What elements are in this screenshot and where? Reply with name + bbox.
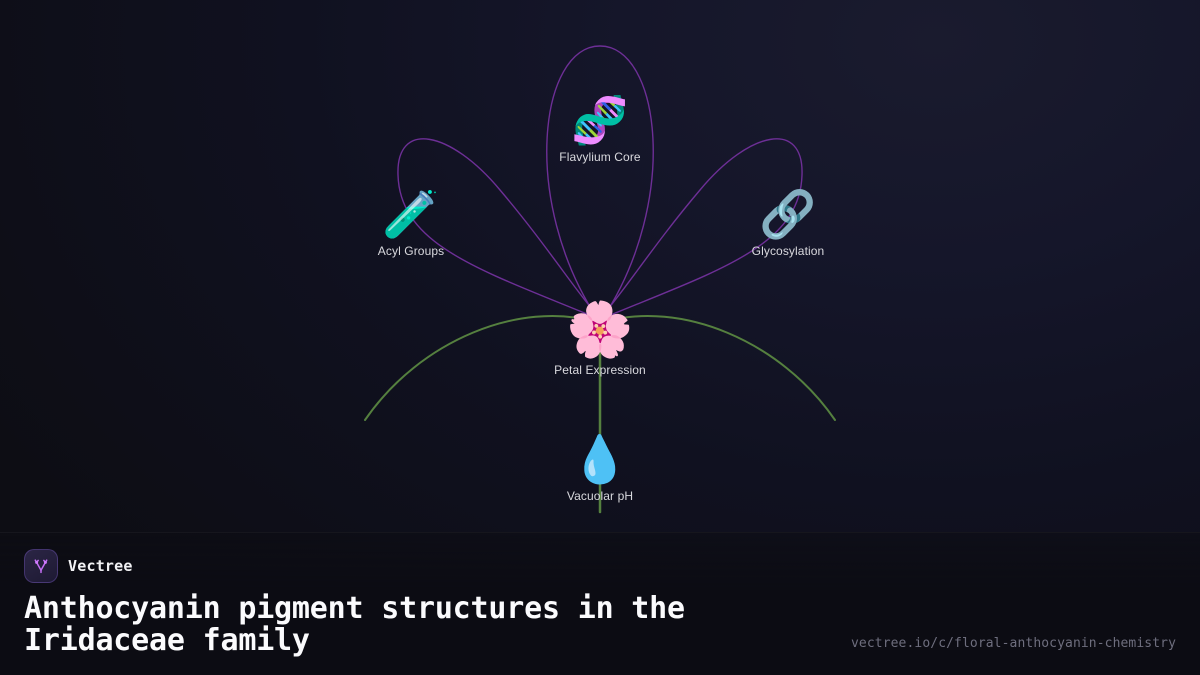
graph-node-acyl-groups[interactable]: 🧪 Acyl Groups [331, 191, 491, 258]
edge-arc-left [364, 315, 597, 421]
edge-arc-right [603, 315, 836, 421]
graph-node-flavylium-core[interactable]: 🧬 Flavylium Core [520, 97, 680, 164]
branching-tree-icon [24, 549, 58, 583]
edge-petal-to-flavylium-core [546, 45, 654, 319]
graph-node-glycosylation[interactable]: 🔗 Glycosylation [708, 191, 868, 258]
footer-bar: Vectree Anthocyanin pigment structures i… [0, 532, 1200, 675]
graph-node-label: Flavylium Core [559, 150, 641, 164]
edge-layer [364, 45, 836, 514]
graph-node-label: Vacuolar pH [566, 489, 634, 503]
graph-node-label: Acyl Groups [377, 244, 445, 258]
graph-canvas[interactable]: 🧬 Flavylium Core 🧪 Acyl Groups 🔗 Glycosy… [0, 0, 1200, 532]
droplet-icon: 💧 [571, 432, 629, 486]
graph-node-label: Glycosylation [751, 244, 825, 258]
graph-node-label: Petal Expression [554, 363, 646, 377]
page-title: Anthocyanin pigment structures in the Ir… [24, 591, 685, 658]
chain-link-icon: 🔗 [759, 187, 817, 241]
cherry-blossom-icon: 🌸 [566, 298, 634, 361]
dna-icon: 🧬 [571, 93, 629, 147]
graph-node-vacuolar-ph[interactable]: 💧 Vacuolar pH [520, 436, 680, 503]
brand-name: Vectree [68, 557, 133, 575]
brand-row[interactable]: Vectree [24, 549, 1176, 583]
site-url: vectree.io/c/floral-anthocyanin-chemistr… [851, 636, 1176, 651]
edge-petal-to-acyl-groups [397, 138, 598, 317]
graph-node-petal-expression[interactable]: 🌸 Petal Expression [520, 298, 680, 378]
test-tube-icon: 🧪 [382, 187, 440, 241]
edge-petal-to-glycosylation [602, 138, 803, 317]
